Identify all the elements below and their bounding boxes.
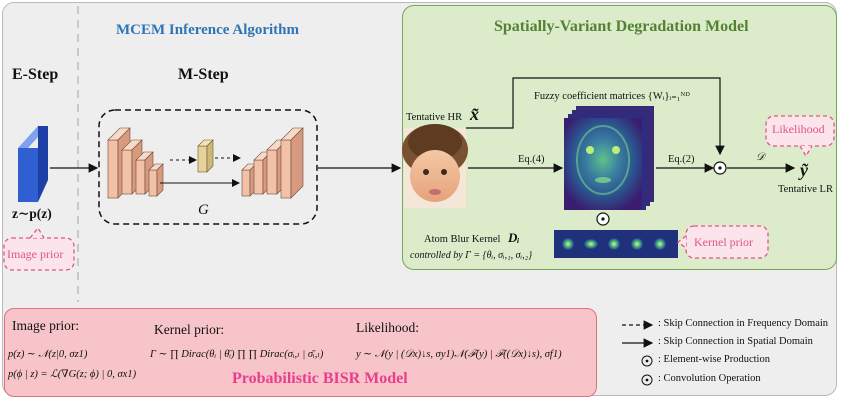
kernel-params-label: controlled by Γ = {θᵢ, σᵢ,₁, σᵢ,₂} bbox=[410, 250, 533, 261]
image-prior-eq1: p(z) ∼ 𝒩(z|0, σz1) bbox=[8, 349, 88, 360]
latent-z-block bbox=[18, 126, 48, 202]
image-prior-tag: Image prior bbox=[7, 247, 64, 261]
image-prior-eq2: p(ϕ | z) = ℒ(∇G(z; ϕ) | 0, σx1) bbox=[8, 369, 137, 380]
decoder-block-4 bbox=[280, 127, 304, 199]
fuzzy-matrix-stack bbox=[564, 106, 654, 210]
eq4-label: Eq.(4) bbox=[518, 154, 545, 165]
bottleneck-block bbox=[197, 139, 214, 173]
e-step-label: E-Step bbox=[12, 66, 59, 83]
arrow-skip-to-convolution bbox=[466, 77, 725, 156]
mcem-title: MCEM Inference Algorithm bbox=[116, 22, 300, 38]
m-step-label: M-Step bbox=[178, 66, 229, 83]
tentative-hr-label: Tentative HR bbox=[406, 112, 463, 123]
encoder-block-4 bbox=[148, 163, 164, 197]
legend-elementwise: : Element-wise Production bbox=[658, 354, 770, 365]
likelihood-bubble bbox=[765, 115, 835, 158]
degradation-title: Spatially-Variant Degradation Model bbox=[494, 18, 749, 35]
legend-spatial-skip: : Skip Connection in Spatial Domain bbox=[658, 336, 813, 347]
image-prior-bubble bbox=[3, 226, 75, 271]
kernel-prior-tag: Kernel prior bbox=[694, 235, 753, 249]
generator-label: G bbox=[198, 202, 209, 218]
bisr-model-panel bbox=[4, 308, 597, 397]
fuzzy-matrices-label: Fuzzy coefficient matrices {Wᵢ}ᵢ₌₁ᴺᴰ bbox=[534, 91, 690, 102]
kernel-prior-title: Kernel prior: bbox=[154, 322, 225, 337]
convolution-operator bbox=[713, 161, 727, 175]
eq2-label: Eq.(2) bbox=[668, 154, 695, 165]
legend-glyphs bbox=[622, 320, 654, 386]
image-prior-title: Image prior: bbox=[12, 318, 80, 333]
kernel-prior-bubble bbox=[676, 225, 769, 259]
likelihood-title: Likelihood: bbox=[356, 320, 419, 335]
kernel-prior-eq: Γ ∼ ∏ Dirac(θᵢ | θ̄ᵢ) ∏ ∏ Dirac(σᵢ,ₗ | σ… bbox=[150, 349, 324, 360]
generator-box bbox=[98, 109, 318, 225]
atom-kernel-strip bbox=[554, 230, 678, 258]
elementwise-operator bbox=[596, 212, 610, 226]
atom-kernel-symbol: Dᵢ bbox=[508, 230, 520, 245]
legend-convolution: : Convolution Operation bbox=[658, 373, 761, 384]
bisr-model-title: Probabilistic BISR Model bbox=[232, 370, 408, 387]
atom-kernel-label: Atom Blur Kernel bbox=[424, 234, 501, 245]
tentative-hr-image bbox=[402, 124, 468, 208]
z-prior-label: z∼p(z) bbox=[12, 206, 52, 221]
likelihood-tag: Likelihood bbox=[772, 122, 825, 136]
degradation-operator-label: 𝒟 bbox=[756, 152, 765, 163]
hr-symbol: x̃ bbox=[470, 104, 479, 124]
likelihood-eq: y ∼ 𝒩(y | (𝒟x)↓s, σy1)𝒩(ℱ(y) | ℱ((𝒟x)↓s)… bbox=[356, 349, 562, 360]
generator-network bbox=[107, 127, 304, 199]
lr-symbol: ỹ bbox=[800, 160, 808, 180]
legend-frequency-skip: : Skip Connection in Frequency Domain bbox=[658, 318, 829, 329]
tentative-lr-label: Tentative LR bbox=[778, 184, 833, 195]
